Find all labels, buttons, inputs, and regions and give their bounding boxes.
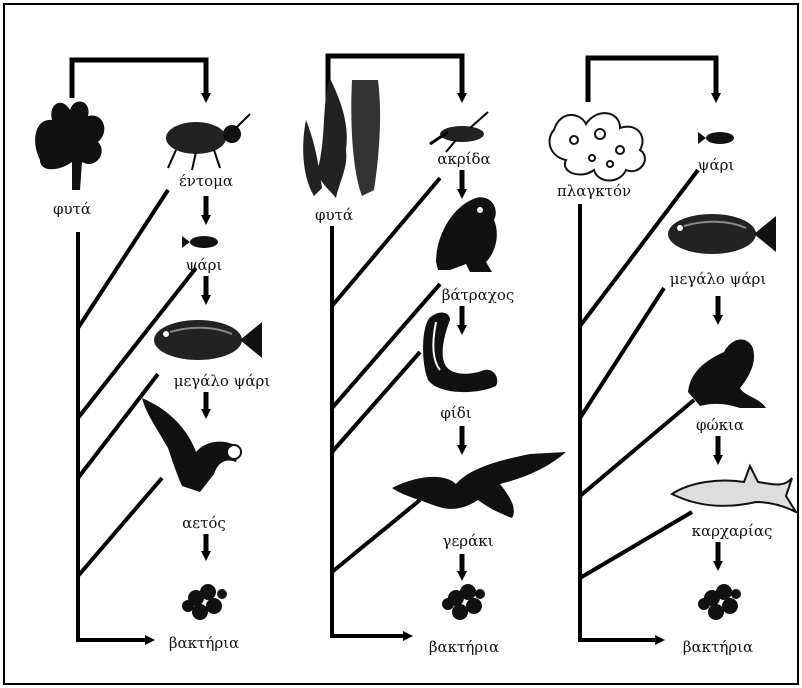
grasshopper-icon <box>430 112 488 152</box>
diag-line <box>332 178 440 306</box>
top-connector <box>328 56 462 102</box>
consumer-4-label: αετός <box>182 514 226 532</box>
diag-line <box>580 512 692 578</box>
bacteria-icon <box>442 584 485 620</box>
frog-icon <box>436 197 497 272</box>
consumer-1-label: ακρίδα <box>437 150 490 168</box>
plant-label: πλαγκτόν <box>557 182 631 200</box>
insect-icon <box>166 114 250 170</box>
decomposer-label: βακτήρια <box>683 638 753 656</box>
diag-line <box>78 190 168 328</box>
food-chain-2 <box>303 56 566 636</box>
food-chain-1 <box>35 60 262 640</box>
shark-icon <box>672 466 796 512</box>
decomposer-label: βακτήρια <box>429 638 499 656</box>
top-connector <box>72 60 206 98</box>
top-connector <box>588 58 716 102</box>
food-chain-3 <box>550 58 796 640</box>
consumer-1-label: ψάρι <box>698 156 735 174</box>
consumer-3-label: μεγάλο ψάρι <box>174 372 271 390</box>
consumer-3-label: φώκια <box>696 416 744 434</box>
decomposition-line <box>78 232 150 640</box>
eagle-icon <box>142 398 241 492</box>
bacteria-icon <box>182 584 227 620</box>
hawk-icon <box>392 452 566 518</box>
plant-icon <box>35 101 104 190</box>
diag-line <box>332 352 420 452</box>
tree-icon <box>303 78 380 198</box>
diag-line <box>78 374 158 478</box>
big-fish-icon <box>668 214 776 254</box>
diag-line <box>332 500 420 572</box>
diag-line <box>78 478 162 576</box>
consumer-3-label: φίδι <box>440 404 471 422</box>
outer-border <box>4 4 798 684</box>
consumer-2-label: μεγάλο ψάρι <box>670 270 767 288</box>
consumer-4-label: γεράκι <box>443 532 494 550</box>
plant-label: φυτά <box>53 200 91 218</box>
bacteria-icon <box>698 584 741 620</box>
decomposer-label: βακτήρια <box>169 634 239 652</box>
diag-line <box>580 400 694 496</box>
plant-label: φυτά <box>315 206 353 224</box>
consumer-4-label: καρχαρίας <box>692 522 773 540</box>
fish-icon <box>698 132 734 144</box>
plankton-icon <box>550 113 645 180</box>
big-fish-icon <box>154 320 262 360</box>
fish-icon <box>182 236 218 248</box>
decomposition-line <box>332 226 408 636</box>
consumer-1-label: έντομα <box>179 172 233 190</box>
consumer-2-label: βάτραχος <box>442 286 515 304</box>
decomposition-line <box>580 204 660 640</box>
consumer-2-label: ψάρι <box>186 256 223 274</box>
seal-icon <box>688 339 766 408</box>
